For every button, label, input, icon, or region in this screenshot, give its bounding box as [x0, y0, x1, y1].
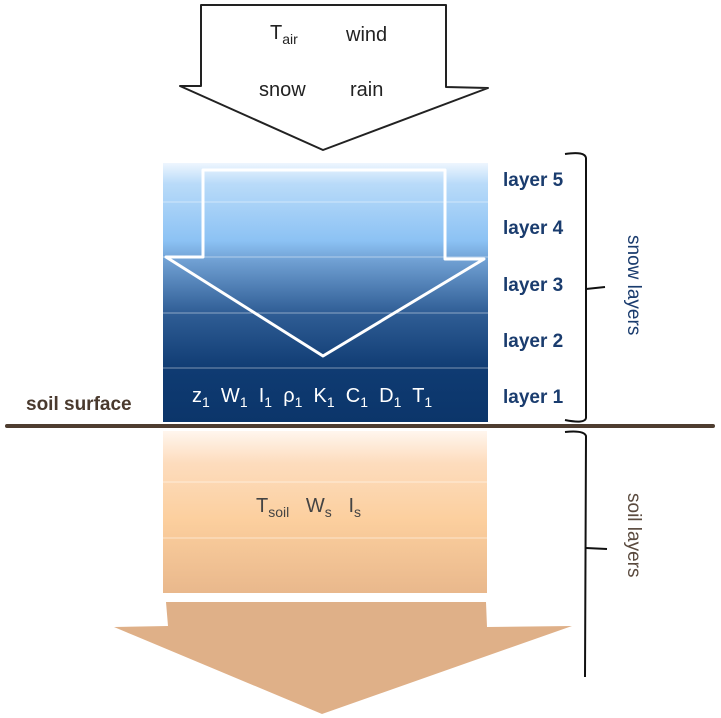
snow-column [163, 163, 488, 422]
layer-label-3: layer 3 [503, 275, 564, 296]
layer-label-2: layer 2 [503, 331, 564, 352]
snow-layer-dividers [163, 201, 488, 369]
soil-layer-dividers [163, 481, 487, 539]
var-i1: I1 [258, 385, 273, 410]
var-t1: T1 [412, 385, 433, 410]
snow-layers-label: snow layers [623, 235, 644, 336]
layer-label-1: layer 1 [503, 387, 564, 408]
var-z1: z1 [192, 385, 210, 410]
var-tsoil: Tsoil [256, 495, 290, 520]
soil-layers-label: soil layers [623, 493, 644, 578]
layer-label-5: layer 5 [503, 170, 564, 191]
input-arrow [179, 4, 489, 151]
var-d1: D1 [379, 385, 402, 410]
var-ws: Ws [305, 495, 332, 520]
var-w1: W1 [220, 385, 248, 410]
soil-flux-arrow [114, 602, 572, 714]
layer-label-4: layer 4 [503, 218, 564, 239]
var-c1: C1 [345, 385, 369, 410]
var-k1: K1 [313, 385, 335, 410]
input-var-air-temperature: Tair [270, 22, 298, 47]
snow-flux-arrow [164, 168, 486, 358]
var-is: Is [348, 495, 362, 520]
soil-layers-bracket [564, 430, 608, 678]
layer1-variables: z1 W1 I1 ρ1 K1 C1 D1 T1 [192, 385, 432, 410]
snow-layers-bracket [564, 152, 606, 423]
input-var-rain: rain [350, 79, 384, 101]
soil-column [163, 431, 487, 593]
input-var-snow: snow [259, 79, 306, 101]
soil-variables: Tsoil Ws Is [256, 495, 361, 520]
soil-surface-label: soil surface [26, 394, 132, 415]
input-var-wind: wind [346, 24, 388, 46]
var-rho1: ρ1 [283, 385, 303, 410]
